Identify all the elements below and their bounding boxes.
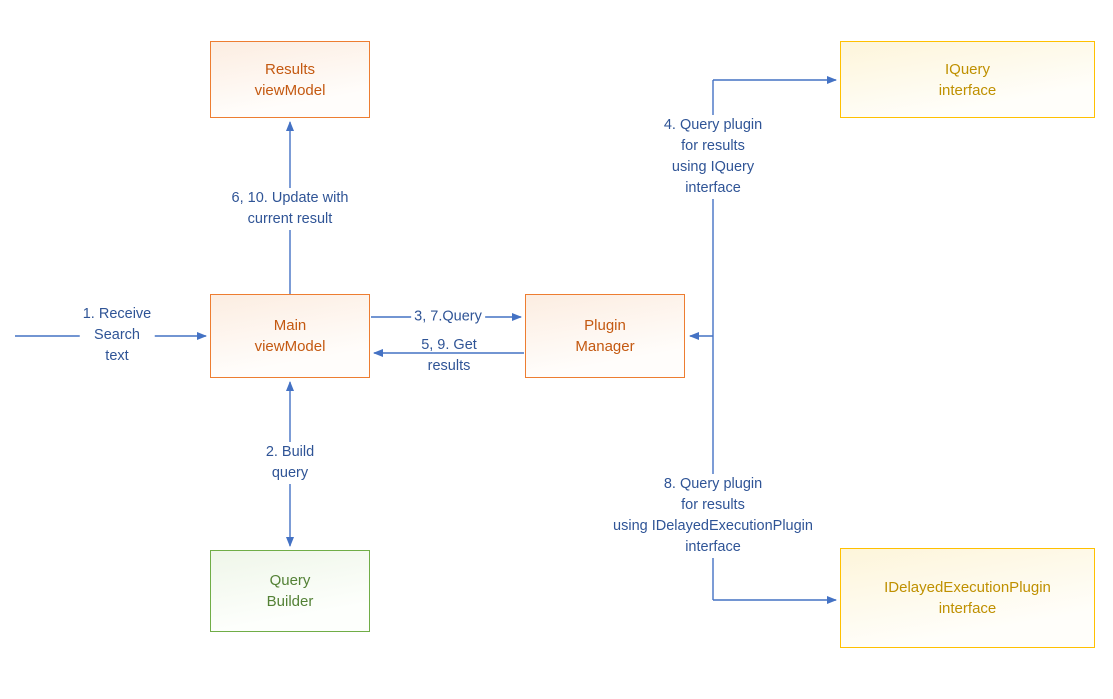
box-results-viewmodel: Results viewModel <box>210 41 370 118</box>
box-query-builder: Query Builder <box>210 550 370 632</box>
box-main-viewmodel-label: Main viewModel <box>254 317 326 355</box>
box-plugin-manager: Plugin Manager <box>525 294 685 378</box>
box-results-viewmodel-label: Results viewModel <box>254 60 326 99</box>
box-iquery-interface-label: IQuery interface <box>938 60 997 99</box>
box-idelayed-interface-label: IDelayedExecutionPlugin interface <box>884 579 1051 617</box>
label-update-result: 6, 10. Update with current result <box>228 188 352 230</box>
box-idelayed-interface: IDelayedExecutionPlugin interface <box>840 548 1095 648</box>
box-main-viewmodel: Main viewModel <box>210 294 370 378</box>
box-iquery-interface: IQuery interface <box>840 41 1095 118</box>
label-query-plugin-idelayed: 8. Query plugin for results using IDelay… <box>610 474 816 558</box>
label-get-results: 5, 9. Get results <box>421 337 477 374</box>
label-receive-search: 1. Receive Search text <box>79 304 155 367</box>
label-build-query: 2. Build query <box>262 442 318 484</box>
label-query: 3, 7.Query <box>411 306 485 328</box>
box-plugin-manager-label: Plugin Manager <box>575 317 635 355</box>
box-query-builder-label: Query Builder <box>266 572 314 610</box>
label-query-plugin-iquery: 4. Query plugin for results using IQuery… <box>660 115 766 199</box>
